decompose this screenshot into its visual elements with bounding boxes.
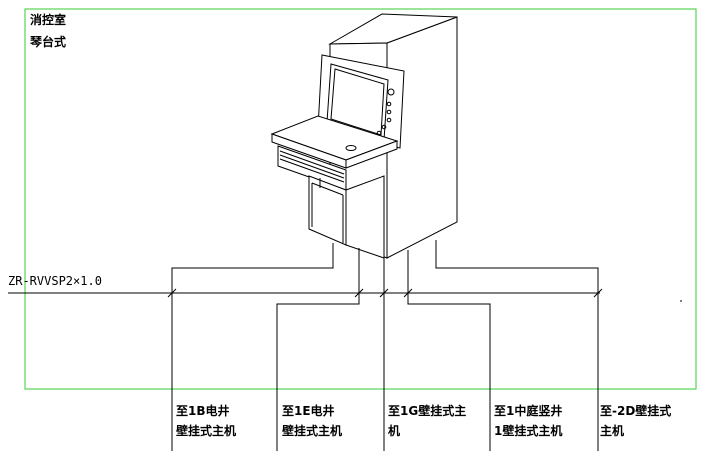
console-connections	[171, 240, 599, 293]
cable-ticks	[167, 288, 603, 298]
destination-label-line2: 壁挂式主机	[282, 424, 343, 438]
room-label-line2: 琴台式	[30, 35, 67, 49]
destination-label-line1: 至1B电井	[176, 404, 230, 418]
destination-label-line1: 至1E电井	[282, 404, 335, 418]
destination-runs	[171, 293, 599, 451]
console-drawing	[270, 13, 458, 259]
destination-label-line1: 至1中庭竖井	[494, 404, 563, 418]
destination-label-line2: 主机	[600, 424, 625, 438]
room-label-line1: 消控室	[30, 13, 67, 27]
room-boundary	[24, 8, 697, 390]
cable-spec-label: ZR-RVVSP2×1.0	[8, 274, 102, 288]
destination-label-line2: 机	[388, 424, 401, 438]
destination-label-line2: 壁挂式主机	[176, 424, 237, 438]
destination-label-line1: 至1G壁挂式主	[388, 404, 467, 418]
destination-label-line2: 1壁挂式主机	[494, 424, 563, 438]
destination-label-line1: 至-2D壁挂式	[600, 404, 672, 418]
